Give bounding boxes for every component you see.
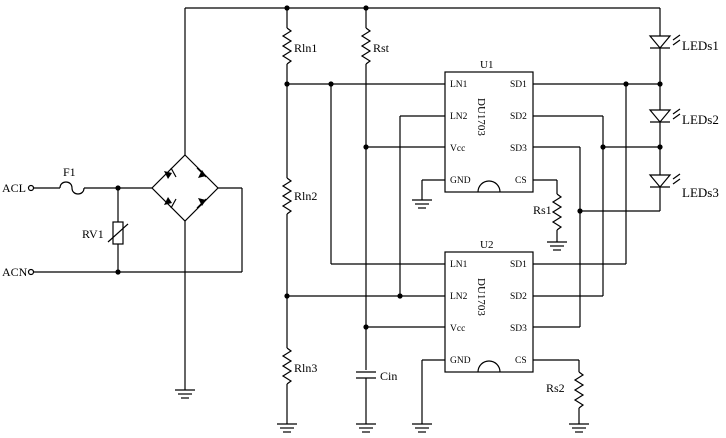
resistor-rs2 <box>573 371 585 409</box>
ground-rs2 <box>569 423 589 433</box>
led-2 <box>648 108 681 123</box>
resistor-rln3 <box>281 347 293 385</box>
bridge-diode-3 <box>164 197 177 209</box>
resistor-rln2 <box>281 177 293 215</box>
bridge-diode-4 <box>196 198 207 209</box>
u1-pin-ln1: LN1 <box>450 80 468 90</box>
u2-pin-vcc: Vcc <box>450 324 465 334</box>
u2-pin-ln2: LN2 <box>450 292 468 302</box>
u2-pin-cs: CS <box>515 356 527 366</box>
ground-bridge <box>175 389 195 399</box>
right-wiring: Rs1 Rs2 <box>533 81 660 433</box>
u1-pin-vcc: Vcc <box>450 144 465 154</box>
rst-label: Rst <box>373 41 390 55</box>
bridge-rectifier <box>151 8 243 399</box>
u2-ref: U2 <box>480 239 493 251</box>
ic-u2: U2 DU1703 LN1 LN2 Vcc GND SD1 SD2 SD3 CS <box>444 239 534 373</box>
rln3-label: Rln3 <box>294 361 317 375</box>
rs2-label: Rs2 <box>546 381 565 395</box>
u2-pin-sd1: SD1 <box>510 260 527 270</box>
u2-pin-sd3: SD3 <box>510 324 527 334</box>
acn-label: ACN <box>2 265 28 279</box>
led-string: LEDs1 LEDs2 LEDs3 <box>648 8 719 211</box>
u2-pin-gnd: GND <box>450 356 471 366</box>
ac-input: ACL ACN F1 RV1 <box>2 165 242 279</box>
rln2-label: Rln2 <box>294 189 317 203</box>
u2-pin-sd2: SD2 <box>510 292 527 302</box>
u1-pin-ln2: LN2 <box>450 112 468 122</box>
left-wiring <box>287 81 445 433</box>
led-3 <box>648 173 681 188</box>
ground-u1 <box>412 199 432 209</box>
led-3-label: LEDs3 <box>682 185 719 200</box>
led-2-label: LEDs2 <box>682 112 719 127</box>
u2-part: DU1703 <box>475 278 487 316</box>
acn-terminal <box>27 268 35 276</box>
u1-ref: U1 <box>480 59 493 71</box>
vcc-supply: Rst Cin <box>356 8 397 433</box>
fuse-f1 <box>59 181 85 195</box>
acl-terminal <box>27 184 35 192</box>
ic-u1: U1 DU1703 LN1 LN2 Vcc GND SD1 SD2 SD3 CS <box>444 59 534 193</box>
cin-label: Cin <box>380 369 397 383</box>
led-1 <box>648 34 681 49</box>
led-1-label: LEDs1 <box>682 38 719 53</box>
rln1-label: Rln1 <box>294 41 317 55</box>
rln-divider: Rln1 Rln2 Rln3 <box>277 8 317 433</box>
u1-pin-cs: CS <box>515 176 527 186</box>
u1-pin-sd1: SD1 <box>510 80 527 90</box>
bridge-diode-1 <box>164 167 177 179</box>
resistor-rst <box>360 27 372 65</box>
u1-pin-sd2: SD2 <box>510 112 527 122</box>
resistor-rln1 <box>281 27 293 65</box>
bridge-diode-2 <box>196 167 207 178</box>
u1-part: DU1703 <box>475 98 487 136</box>
u2-pin-ln1: LN1 <box>450 260 468 270</box>
ground-rs1 <box>547 241 567 251</box>
ground-u2 <box>412 423 432 433</box>
u1-pin-sd3: SD3 <box>510 144 527 154</box>
acl-label: ACL <box>2 181 26 195</box>
rs1-label: Rs1 <box>533 203 552 217</box>
ground-cin <box>356 423 376 433</box>
resistor-rs1 <box>551 193 563 231</box>
varistor-label: RV1 <box>82 227 104 241</box>
u1-pin-gnd: GND <box>450 176 471 186</box>
ground-rln <box>277 423 297 433</box>
fuse-label: F1 <box>63 165 76 179</box>
